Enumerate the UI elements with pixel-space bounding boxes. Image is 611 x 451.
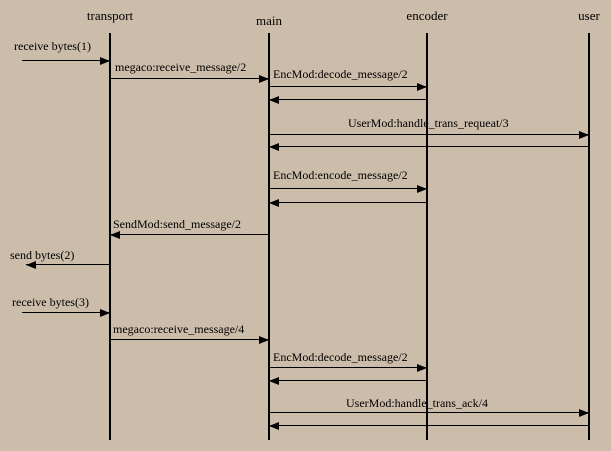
message-arrow (269, 185, 427, 193)
arrowhead-left-icon (269, 377, 279, 385)
return-arrow (269, 422, 589, 430)
arrowhead-right-icon (417, 185, 427, 193)
lifeline-label-user: user (578, 8, 600, 23)
arrowhead-right-icon (100, 57, 110, 65)
message-arrow (110, 75, 269, 83)
return-arrow (269, 199, 427, 207)
message-arrow (22, 57, 110, 65)
message-label: receive bytes(1) (14, 39, 91, 53)
return-arrow (269, 96, 427, 104)
arrowhead-right-icon (100, 309, 110, 317)
arrowhead-left-icon (269, 422, 279, 430)
message-arrow (110, 336, 269, 344)
lifeline-user (588, 33, 590, 440)
arrowhead-left-icon (269, 96, 279, 104)
arrowhead-right-icon (417, 83, 427, 91)
arrowhead-right-icon (417, 364, 427, 372)
return-arrow (269, 377, 427, 385)
message-label: EncMod:decode_message/2 (273, 350, 408, 364)
arrowhead-left-icon (269, 199, 279, 207)
message-arrow (269, 131, 589, 139)
message-arrow (110, 231, 269, 239)
lifeline-encoder (426, 33, 428, 440)
arrowhead-right-icon (579, 131, 589, 139)
lifeline-label-transport: transport (86, 8, 134, 23)
message-arrow (26, 261, 110, 269)
return-arrow (269, 143, 589, 151)
arrowhead-right-icon (579, 409, 589, 417)
lifeline-label-encoder: encoder (406, 8, 448, 23)
message-label: EncMod:encode_message/2 (273, 168, 408, 182)
arrowhead-left-icon (110, 231, 120, 239)
message-label: megaco:receive_message/4 (113, 322, 245, 336)
lifeline-label-main: main (256, 13, 282, 28)
message-label: UserMod:handle_trans_ack/4 (346, 396, 488, 410)
message-arrow (269, 364, 427, 372)
arrowhead-left-icon (269, 143, 279, 151)
arrowhead-right-icon (259, 75, 269, 83)
message-label: megaco:receive_message/2 (115, 60, 247, 74)
message-label: SendMod:send_message/2 (113, 217, 241, 231)
message-label: EncMod:decode_message/2 (273, 67, 408, 81)
message-arrow (269, 409, 589, 417)
arrowhead-right-icon (259, 336, 269, 344)
message-arrow (269, 83, 427, 91)
arrowhead-left-icon (26, 261, 36, 269)
message-label: UserMod:handle_trans_requeat/3 (348, 116, 509, 130)
message-arrow (22, 309, 110, 317)
lifeline-main (268, 33, 270, 440)
message-label: receive bytes(3) (12, 295, 89, 309)
message-label: send bytes(2) (10, 248, 75, 262)
